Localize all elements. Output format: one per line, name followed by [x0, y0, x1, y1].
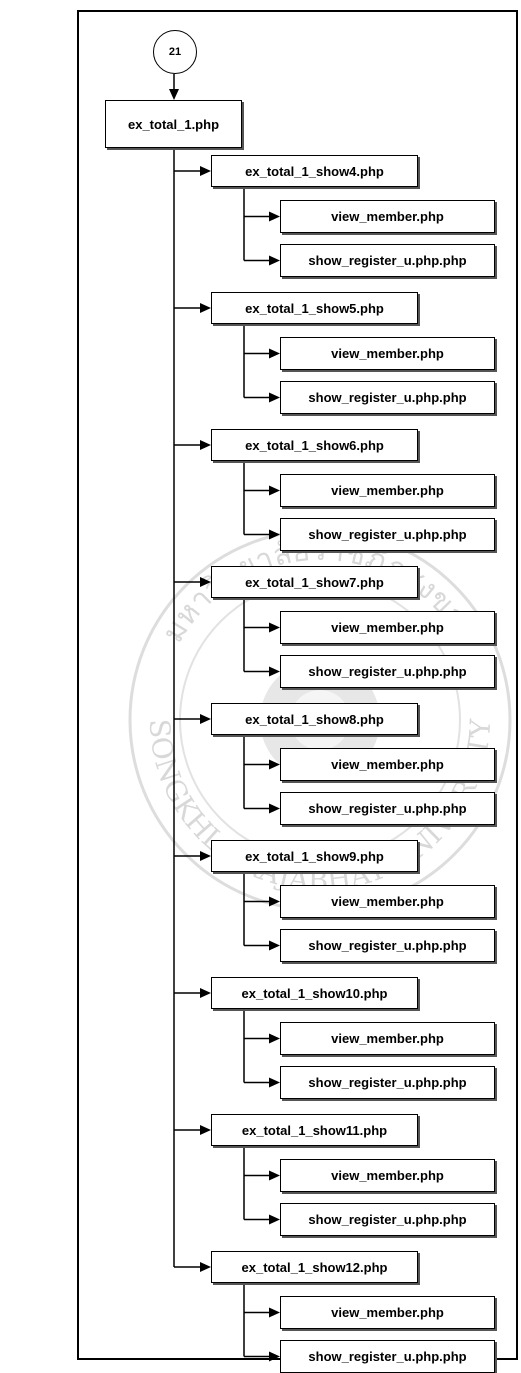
view-member-box: view_member.php — [280, 474, 495, 507]
show-page-box: ex_total_1_show4.php — [211, 155, 418, 187]
spine-branch-arrow — [200, 1125, 211, 1135]
child-branch-arrow — [269, 529, 280, 540]
show-register-box: show_register_u.php.php — [280, 244, 495, 277]
show-page-box: ex_total_1_show8.php — [211, 703, 418, 735]
show-page-label: ex_total_1_show5.php — [245, 300, 384, 316]
child-branch-arrow — [269, 803, 280, 814]
show-register-box: show_register_u.php.php — [280, 792, 495, 825]
show-register-box: show_register_u.php.php — [280, 655, 495, 688]
show-register-box: show_register_u.php.php — [280, 1066, 495, 1099]
connector-label: 21 — [168, 46, 182, 58]
child-page-label: view_member.php — [331, 209, 444, 224]
child-page-label: show_register_u.php.php — [308, 801, 467, 816]
child-page-label: show_register_u.php.php — [308, 1212, 467, 1227]
child-branch-arrow — [269, 1214, 280, 1225]
show-register-box: show_register_u.php.php — [280, 929, 495, 962]
child-branch-arrow — [269, 622, 280, 633]
child-page-label: view_member.php — [331, 346, 444, 361]
view-member-box: view_member.php — [280, 885, 495, 918]
child-branch-arrow — [269, 759, 280, 770]
connector-21: 21 — [153, 30, 197, 74]
show-page-label: ex_total_1_show12.php — [241, 1259, 388, 1275]
show-page-label: ex_total_1_show4.php — [245, 163, 384, 179]
show-register-box: show_register_u.php.php — [280, 518, 495, 551]
child-branch-arrow — [269, 1033, 280, 1044]
child-branch-arrow — [269, 940, 280, 951]
child-branch-arrow — [269, 666, 280, 677]
view-member-box: view_member.php — [280, 611, 495, 644]
child-page-label: show_register_u.php.php — [308, 390, 467, 405]
spine-branch-arrow — [200, 577, 211, 587]
root-page-box: ex_total_1.php — [105, 100, 242, 148]
child-page-label: view_member.php — [331, 894, 444, 909]
show-page-label: ex_total_1_show8.php — [245, 711, 384, 727]
show-page-box: ex_total_1_show6.php — [211, 429, 418, 461]
view-member-box: view_member.php — [280, 337, 495, 370]
spine-branch-arrow — [200, 166, 211, 176]
child-page-label: show_register_u.php.php — [308, 1349, 467, 1364]
show-register-box: show_register_u.php.php — [280, 381, 495, 414]
child-page-label: view_member.php — [331, 1168, 444, 1183]
child-branch-arrow — [269, 255, 280, 266]
spine-branch-arrow — [200, 440, 211, 450]
view-member-box: view_member.php — [280, 200, 495, 233]
child-page-label: view_member.php — [331, 1031, 444, 1046]
show-page-label: ex_total_1_show11.php — [241, 1122, 388, 1138]
child-page-label: view_member.php — [331, 620, 444, 635]
child-page-label: view_member.php — [331, 483, 444, 498]
child-branch-arrow — [269, 896, 280, 907]
child-page-label: show_register_u.php.php — [308, 1075, 467, 1090]
connector-to-root-arrow — [169, 89, 179, 100]
show-register-box: show_register_u.php.php — [280, 1340, 495, 1373]
spine-branch-arrow — [200, 851, 211, 861]
show-page-box: ex_total_1_show11.php — [211, 1114, 418, 1146]
child-branch-arrow — [269, 1307, 280, 1318]
child-branch-arrow — [269, 1351, 280, 1362]
root-page-label: ex_total_1.php — [127, 116, 220, 132]
child-branch-arrow — [269, 1170, 280, 1181]
view-member-box: view_member.php — [280, 1296, 495, 1329]
child-page-label: view_member.php — [331, 1305, 444, 1320]
view-member-box: view_member.php — [280, 1022, 495, 1055]
show-register-box: show_register_u.php.php — [280, 1203, 495, 1236]
show-page-box: ex_total_1_show5.php — [211, 292, 418, 324]
show-page-label: ex_total_1_show9.php — [245, 848, 384, 864]
show-page-label: ex_total_1_show7.php — [245, 574, 384, 590]
view-member-box: view_member.php — [280, 748, 495, 781]
show-page-label: ex_total_1_show10.php — [241, 985, 388, 1001]
show-page-box: ex_total_1_show12.php — [211, 1251, 418, 1283]
child-branch-arrow — [269, 392, 280, 403]
child-page-label: view_member.php — [331, 757, 444, 772]
child-page-label: show_register_u.php.php — [308, 527, 467, 542]
child-branch-arrow — [269, 211, 280, 222]
spine-branch-arrow — [200, 988, 211, 998]
child-page-label: show_register_u.php.php — [308, 938, 467, 953]
child-page-label: show_register_u.php.php — [308, 253, 467, 268]
show-page-box: ex_total_1_show7.php — [211, 566, 418, 598]
spine-branch-arrow — [200, 1262, 211, 1272]
spine-branch-arrow — [200, 303, 211, 313]
child-branch-arrow — [269, 1077, 280, 1088]
child-branch-arrow — [269, 348, 280, 359]
child-branch-arrow — [269, 485, 280, 496]
show-page-box: ex_total_1_show9.php — [211, 840, 418, 872]
show-page-box: ex_total_1_show10.php — [211, 977, 418, 1009]
spine-branch-arrow — [200, 714, 211, 724]
view-member-box: view_member.php — [280, 1159, 495, 1192]
show-page-label: ex_total_1_show6.php — [245, 437, 384, 453]
child-page-label: show_register_u.php.php — [308, 664, 467, 679]
